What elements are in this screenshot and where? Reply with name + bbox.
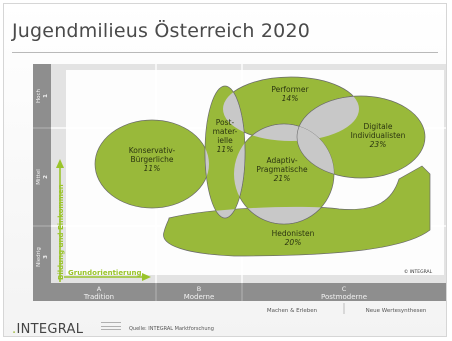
milieu-digitale-individualisten-label: Digitale (364, 122, 393, 131)
sub-column-label: Machen & Erleben (267, 308, 318, 314)
milieu-postmaterielle-label: ielle (217, 136, 233, 145)
y-level-number: 2 (43, 175, 49, 179)
y-level-number: 3 (43, 255, 49, 259)
milieu-konservativ-buergerliche-label: Bürgerliche (131, 155, 174, 164)
copyright-note: © INTEGRAL (404, 268, 433, 275)
slide-title: Jugendmilieus Österreich 2020 (12, 20, 311, 42)
milieu-postmaterielle-label: Post- (216, 118, 235, 127)
x-column-label: Moderne (184, 293, 215, 301)
x-column-label: Postmoderne (321, 293, 367, 301)
y-level-label: Hoch (36, 88, 42, 103)
y-level-number: 1 (43, 94, 49, 98)
y-level-label: Mittel (36, 169, 42, 185)
logo-tagline-mark (101, 322, 121, 330)
title-divider (12, 52, 438, 53)
milieu-digitale-individualisten-label: Individualisten (351, 131, 406, 140)
x-axis-label: Grundorientierung (68, 269, 142, 277)
milieu-hedonisten-share: 20% (285, 238, 302, 247)
milieu-adaptiv-pragmatische-label: Adaptiv- (266, 156, 297, 165)
integral-logo: .INTEGRAL (12, 322, 84, 337)
milieu-performer-label: Performer (271, 85, 309, 94)
milieu-postmaterielle-label: mater- (213, 127, 238, 136)
milieu-hedonisten-label: Hedonisten (272, 229, 315, 238)
milieu-adaptiv-pragmatische-label: Pragmatische (256, 165, 308, 174)
milieu-konservativ-buergerliche-share: 11% (144, 164, 161, 173)
milieu-konservativ-buergerliche-label: Konservativ- (129, 146, 176, 155)
x-axis-band (33, 283, 446, 301)
y-level-label: Niedrig (36, 247, 42, 267)
milieu-postmaterielle-share: 11% (217, 145, 234, 154)
x-column-letter: A (97, 285, 102, 293)
milieu-performer-share: 14% (282, 94, 299, 103)
x-column-letter: B (197, 285, 201, 293)
milieu-digitale-individualisten-share: 23% (370, 140, 387, 149)
sub-column-label: Neue Wertesynthesen (366, 308, 427, 314)
x-column-label: Tradition (83, 293, 114, 301)
source-note: Quelle: INTEGRAL Marktforschung (129, 326, 214, 332)
y-axis-band (33, 64, 51, 288)
y-axis-label: Bildung und Einkommen (57, 184, 65, 280)
x-column-letter: C (342, 285, 347, 293)
milieu-adaptiv-pragmatische-share: 21% (274, 174, 291, 183)
